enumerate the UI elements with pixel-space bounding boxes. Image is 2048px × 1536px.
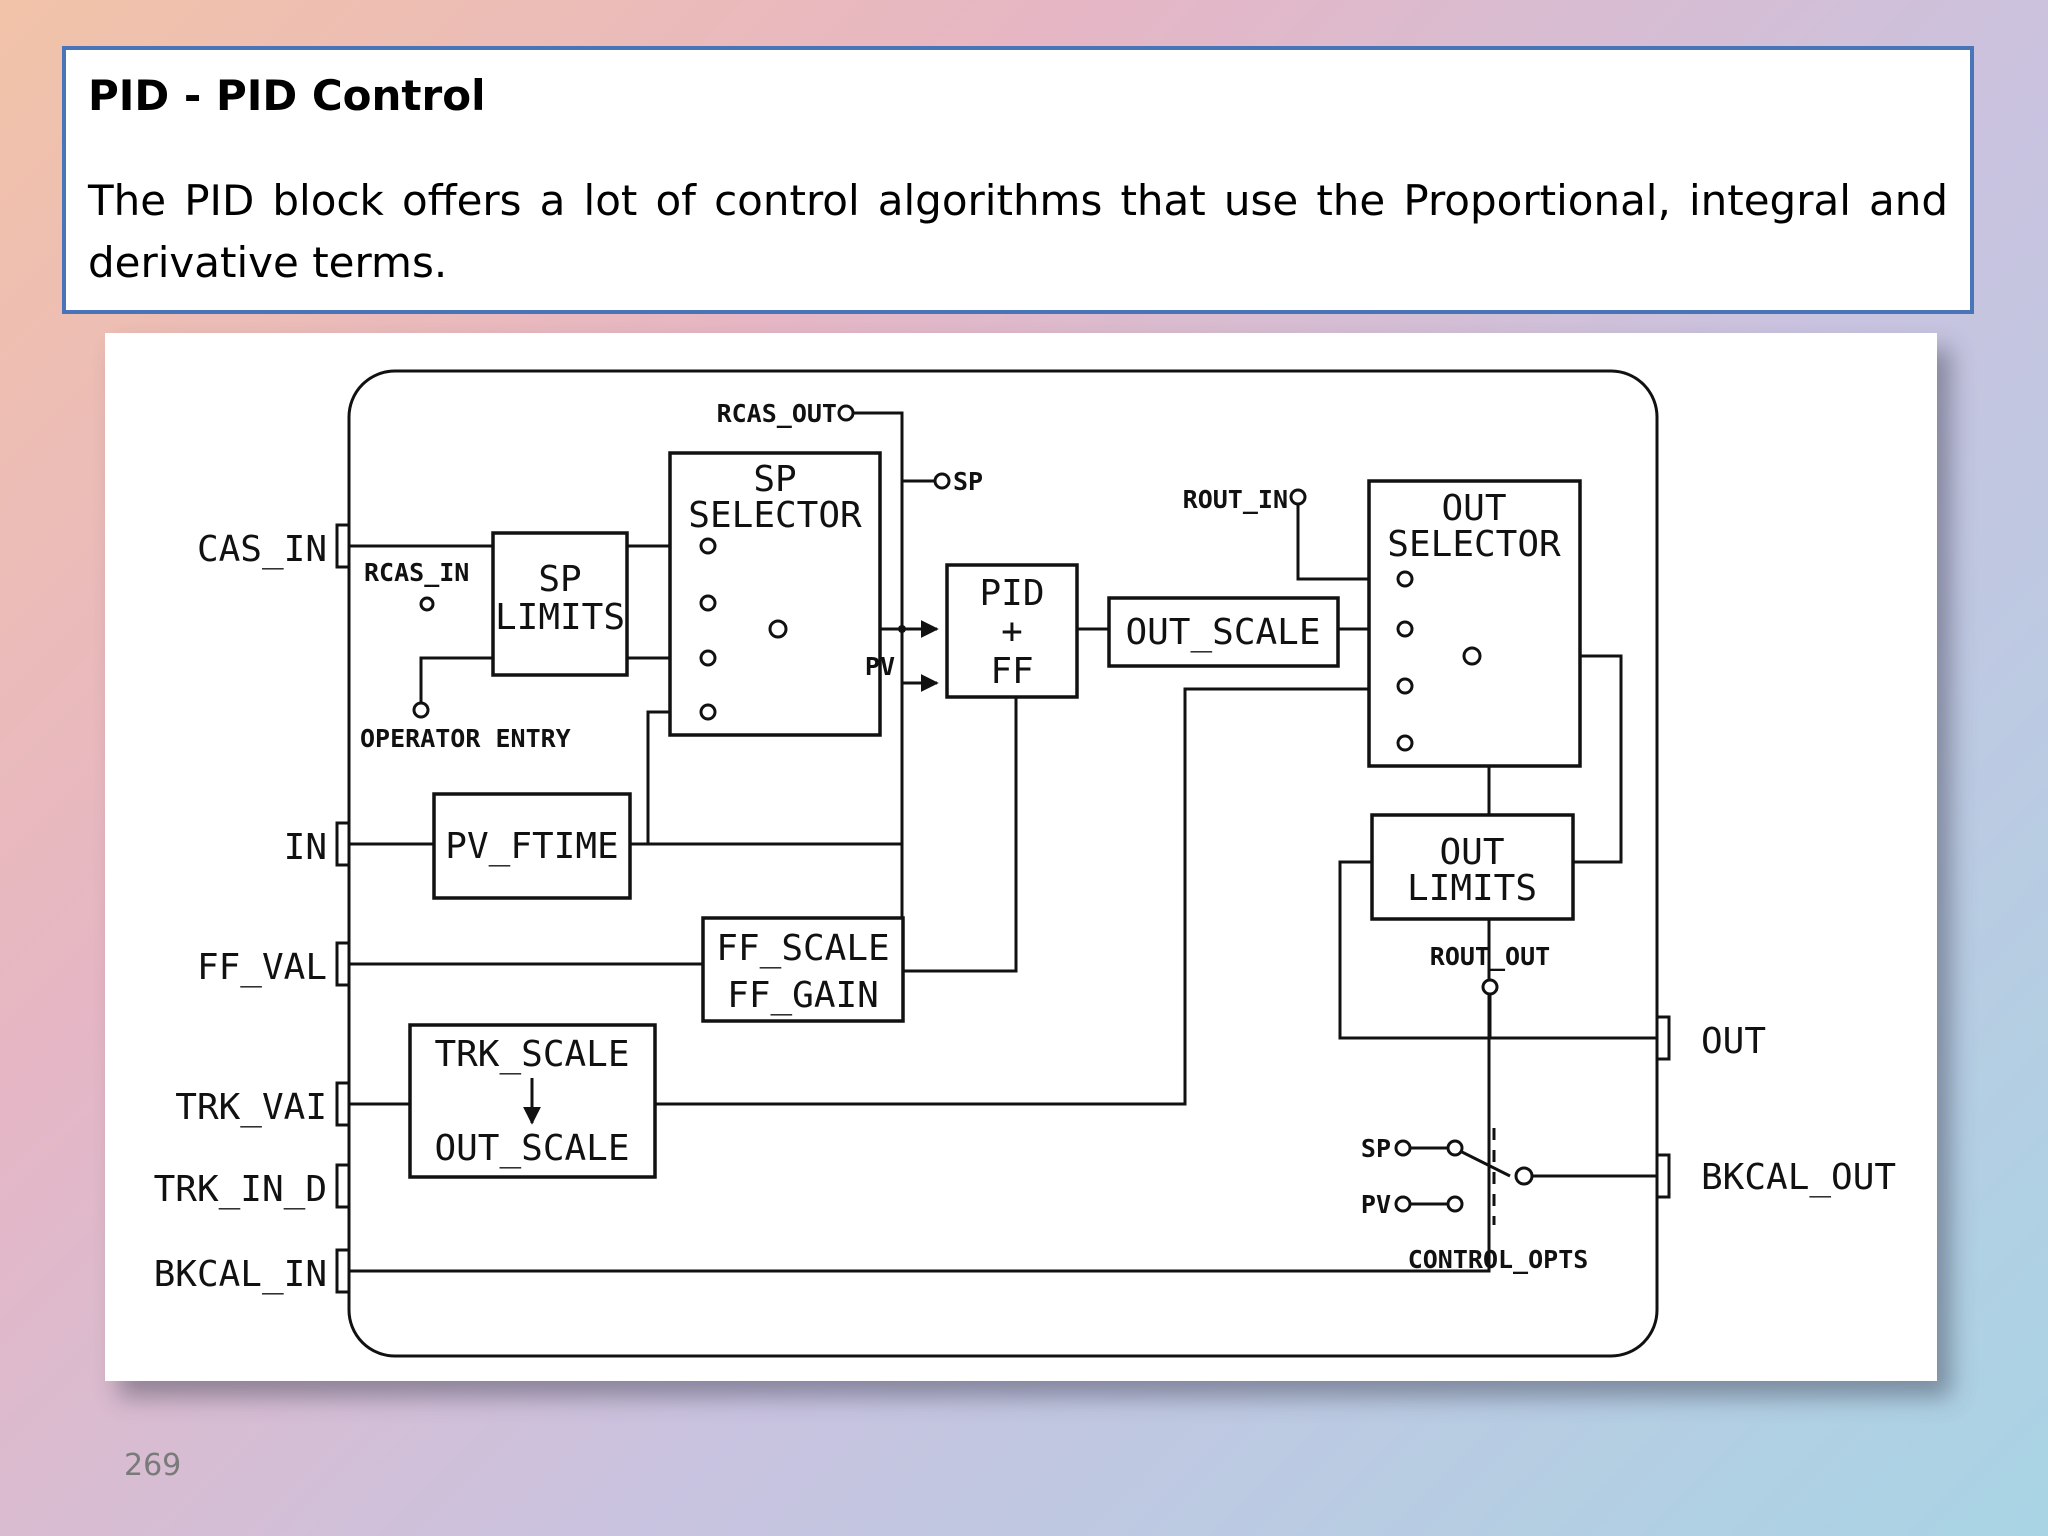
control-opts-label: CONTROL_OPTS xyxy=(1408,1245,1589,1274)
ff-scale-line2: FF_GAIN xyxy=(727,975,879,1016)
out-scale-label: OUT_SCALE xyxy=(1125,612,1320,653)
in-connector xyxy=(335,821,349,867)
trk-in-d-label: TRK_IN_D xyxy=(154,1169,327,1210)
cas-in-connector xyxy=(335,523,349,569)
pv-ftime-label: PV_FTIME xyxy=(445,826,618,867)
ff-scale-line1: FF_SCALE xyxy=(716,928,889,969)
bkcal-out-label: BKCAL_OUT xyxy=(1701,1157,1896,1198)
rout-out-label: ROUT_OUT xyxy=(1430,942,1550,971)
pid-ff-block xyxy=(945,563,1079,699)
trk-scale-line1: TRK_SCALE xyxy=(434,1034,629,1075)
sp-limits-block xyxy=(491,531,629,677)
slide-description: The PID block offers a lot of control al… xyxy=(88,176,1948,287)
cas-in-label: CAS_IN xyxy=(197,529,327,570)
trk-val-connector xyxy=(335,1081,349,1127)
slide-title: PID - PID Control xyxy=(88,71,486,120)
out-limits-block xyxy=(1370,813,1575,921)
pid-ff-line1: PID xyxy=(979,573,1044,614)
in-label: IN xyxy=(284,827,327,868)
ff-scale-block xyxy=(701,916,905,1023)
sp-selector-line2: SELECTOR xyxy=(688,495,862,536)
rcas-in-label: RCAS_IN xyxy=(364,558,469,587)
pid-ff-line3: FF xyxy=(990,651,1033,692)
out-scale-block xyxy=(1107,596,1340,668)
pv-option-label: PV xyxy=(1361,1190,1391,1219)
out-limits-line2: LIMITS xyxy=(1407,868,1537,909)
out-label: OUT xyxy=(1701,1021,1766,1062)
out-limits-line1: OUT xyxy=(1439,832,1504,873)
trk-scale-line2: OUT_SCALE xyxy=(434,1128,629,1169)
sp-selector-block xyxy=(668,451,882,737)
sp-selector-line1: SP xyxy=(753,459,796,500)
out-selector-line1: OUT xyxy=(1441,488,1506,529)
operator-entry-label: OPERATOR ENTRY xyxy=(360,724,571,753)
sp-option-label: SP xyxy=(1361,1134,1391,1163)
pid-block-diagram: CAS_IN IN FF_VAL TRK_VAI TRK_IN_D BKCAL_… xyxy=(105,333,1937,1381)
out-connector xyxy=(1657,1015,1671,1061)
sp-label: SP xyxy=(953,467,983,496)
bkcal-out-connector xyxy=(1657,1153,1671,1199)
diagram-svg: CAS_IN IN FF_VAL TRK_VAI TRK_IN_D BKCAL_… xyxy=(154,369,1896,1358)
rcas-out-label: RCAS_OUT xyxy=(717,399,837,428)
pid-ff-line2: + xyxy=(1001,611,1023,652)
bkcal-in-connector xyxy=(335,1248,349,1294)
sp-limits-line2: LIMITS xyxy=(495,597,625,638)
rout-in-label: ROUT_IN xyxy=(1183,485,1288,514)
pv-label: PV xyxy=(865,652,895,681)
bkcal-in-label: BKCAL_IN xyxy=(154,1254,327,1295)
trk-in-d-connector xyxy=(335,1163,349,1209)
ff-val-connector xyxy=(335,941,349,987)
trk-val-label: TRK_VAI xyxy=(175,1087,327,1128)
sp-limits-line1: SP xyxy=(538,559,581,600)
out-selector-line2: SELECTOR xyxy=(1387,524,1561,565)
page-number: 269 xyxy=(124,1448,182,1483)
title-box: PID - PID Control The PID block offers a… xyxy=(62,46,1974,314)
terminal-pins xyxy=(412,404,1534,1213)
pv-ftime-block xyxy=(432,792,632,900)
ff-val-label: FF_VAL xyxy=(197,947,327,988)
